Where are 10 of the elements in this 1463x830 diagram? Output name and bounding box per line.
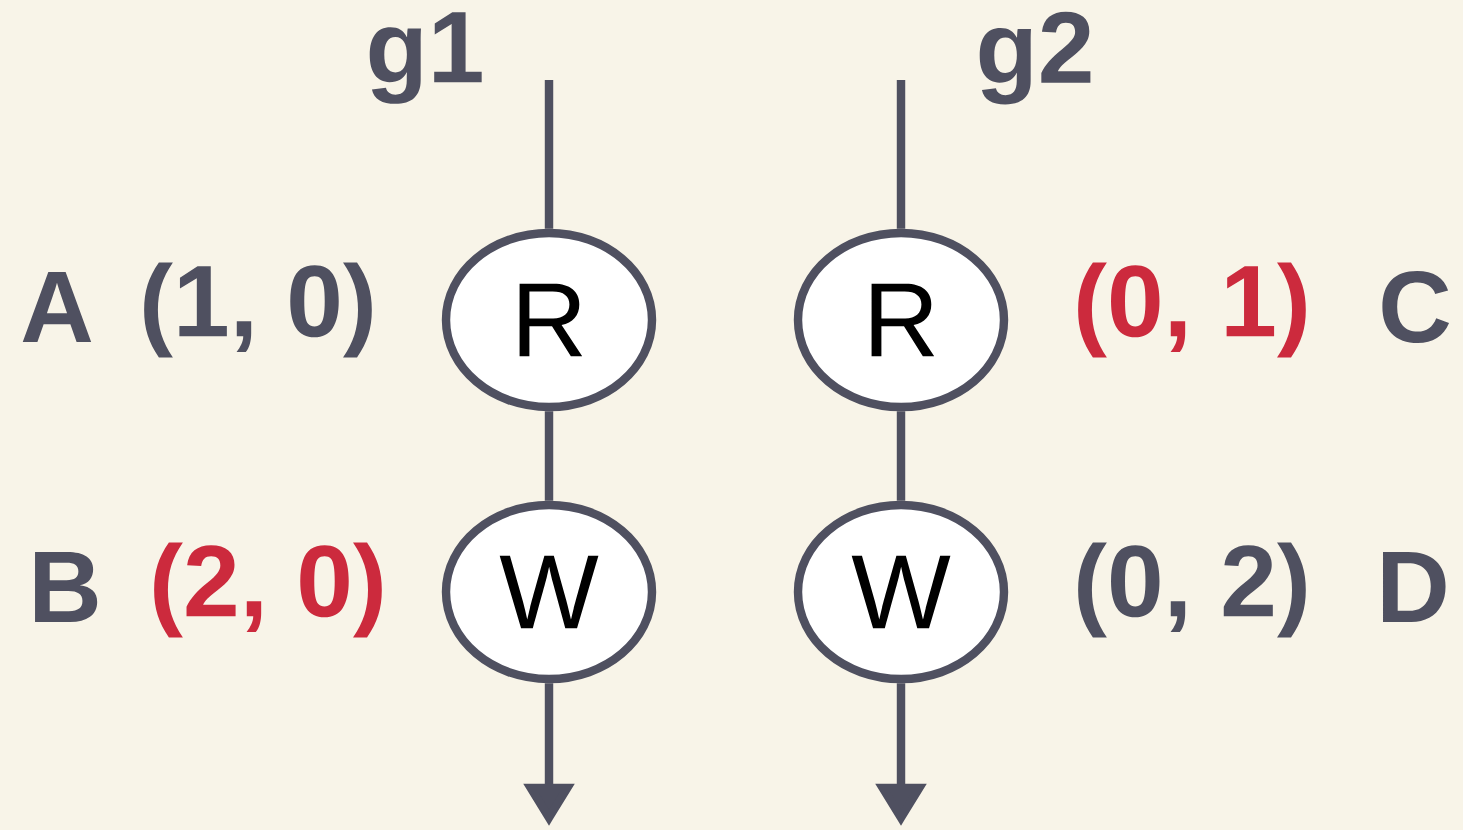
label: B bbox=[35, 551, 98, 623]
label: (0, 1) bbox=[1078, 262, 1306, 358]
label: (2, 0) bbox=[154, 542, 382, 638]
label: (0, 2) bbox=[1078, 542, 1306, 638]
label: A bbox=[22, 271, 92, 343]
label: D bbox=[1383, 551, 1446, 623]
label: g2 bbox=[979, 11, 1091, 105]
label: (1, 0) bbox=[144, 262, 372, 358]
label: C bbox=[1382, 270, 1450, 344]
label: g1 bbox=[369, 12, 482, 104]
